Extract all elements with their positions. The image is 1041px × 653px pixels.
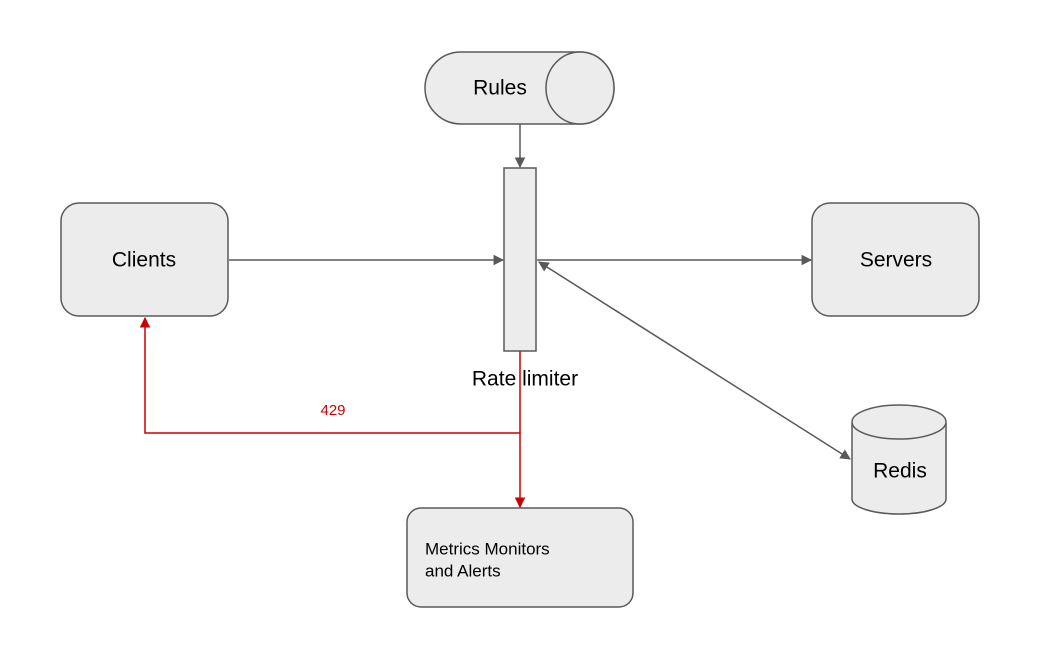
servers-box [811,202,980,317]
rules-label: Rules [473,77,527,100]
rate-limiter-node: Rate limiter [472,167,578,391]
edge-rate-limiter-redis [538,261,851,460]
redis-label: Redis [873,460,927,483]
rules-cylinder-cap [545,51,615,125]
redis-node: Redis [851,404,947,515]
edge-rejected-to-clients [139,316,521,434]
clients-box [60,202,229,317]
rules-node: Rules [424,51,615,125]
metrics-node: Metrics Monitors and Alerts [406,507,634,608]
redis-cylinder-top [851,404,947,440]
metrics-label-line2: and Alerts [425,562,501,581]
servers-node: Servers [811,202,980,317]
redis-cylinder-body [851,423,947,515]
servers-label: Servers [860,249,932,272]
clients-node: Clients [60,202,229,317]
metrics-label-line1: Metrics Monitors [425,540,550,559]
rate-limiter-bar [503,167,537,352]
clients-label: Clients [112,249,176,272]
rejected-status-label: 429 [320,402,345,419]
metrics-box [406,507,634,608]
rate-limiter-label: Rate limiter [472,368,578,391]
